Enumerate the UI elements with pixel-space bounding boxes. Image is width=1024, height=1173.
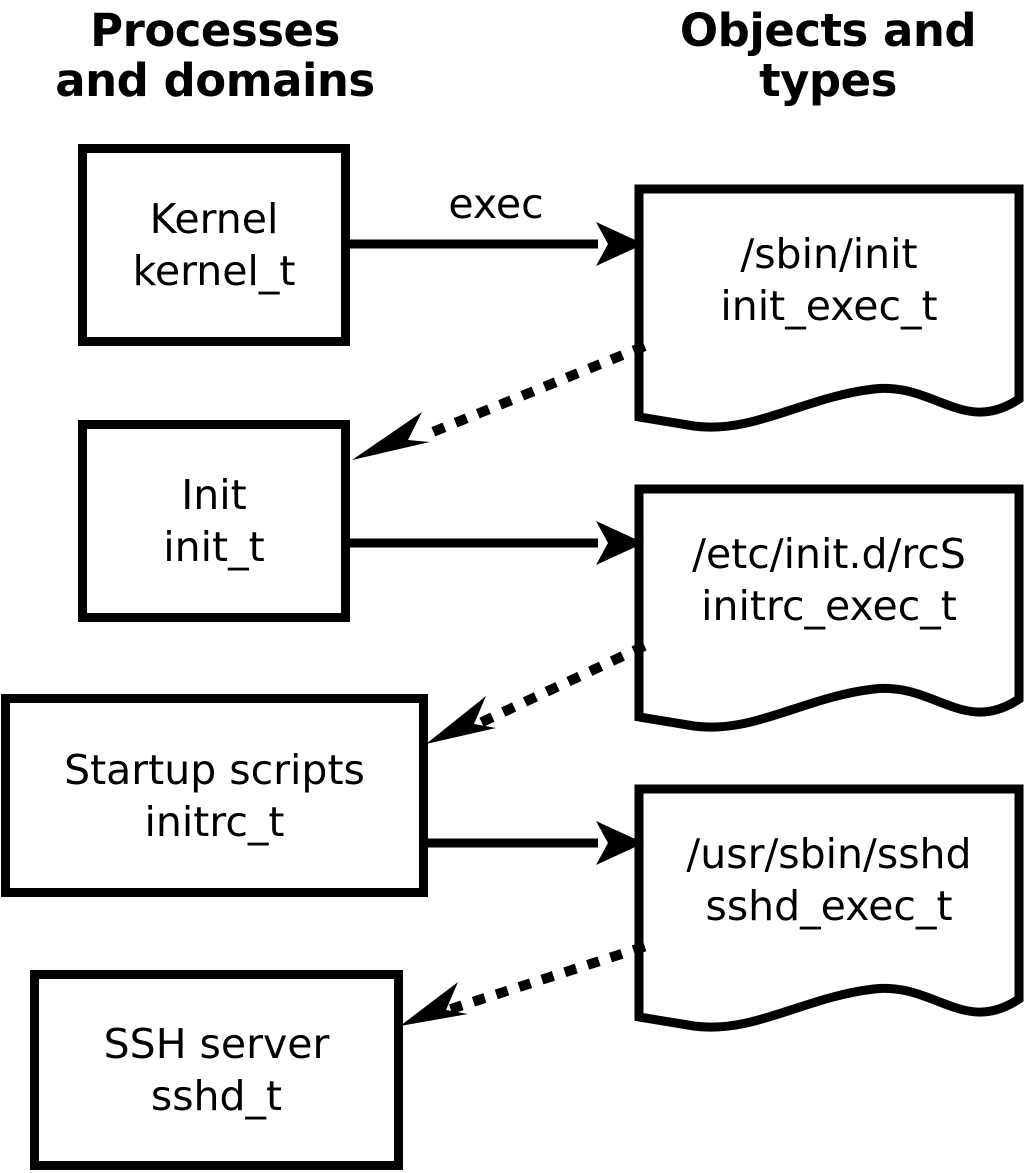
process-box-ssh-server[interactable]: SSH server sshd_t [30, 970, 403, 1170]
object-doc-sbin-init-label: /sbin/init init_exec_t [720, 230, 938, 330]
process-box-startup-scripts-label: Startup scripts initrc_t [64, 745, 365, 846]
edge-kernel-to-sbin-init [346, 222, 646, 266]
edge-label-exec: exec [448, 180, 544, 228]
column-title-processes: Processes and domains [55, 4, 375, 107]
process-box-init-label: Init init_t [163, 471, 265, 571]
edge-sbin-init-to-init [348, 336, 648, 466]
object-doc-etc-initd-rcs-label: /etc/init.d/rcS initrc_exec_t [692, 530, 966, 630]
process-box-ssh-server-label: SSH server sshd_t [103, 1020, 330, 1120]
edge-usr-sbin-sshd-to-ssh-server [400, 938, 648, 1034]
process-box-kernel[interactable]: Kernel kernel_t [78, 144, 350, 346]
edge-init-to-etc-initd-rcs [346, 521, 646, 565]
edge-etc-initd-rcs-to-startup-scripts [424, 638, 648, 754]
edge-startup-scripts-to-usr-sbin-sshd [424, 821, 646, 865]
object-doc-usr-sbin-sshd[interactable]: /usr/sbin/sshd sshd_exec_t [634, 784, 1024, 1034]
process-box-startup-scripts[interactable]: Startup scripts initrc_t [1, 694, 428, 897]
object-doc-etc-initd-rcs[interactable]: /etc/init.d/rcS initrc_exec_t [634, 484, 1024, 734]
column-title-objects: Objects and types [679, 4, 977, 107]
object-doc-usr-sbin-sshd-label: /usr/sbin/sshd sshd_exec_t [686, 830, 972, 930]
process-box-init[interactable]: Init init_t [78, 420, 350, 622]
process-box-kernel-label: Kernel kernel_t [132, 195, 296, 295]
object-doc-sbin-init[interactable]: /sbin/init init_exec_t [634, 184, 1024, 434]
